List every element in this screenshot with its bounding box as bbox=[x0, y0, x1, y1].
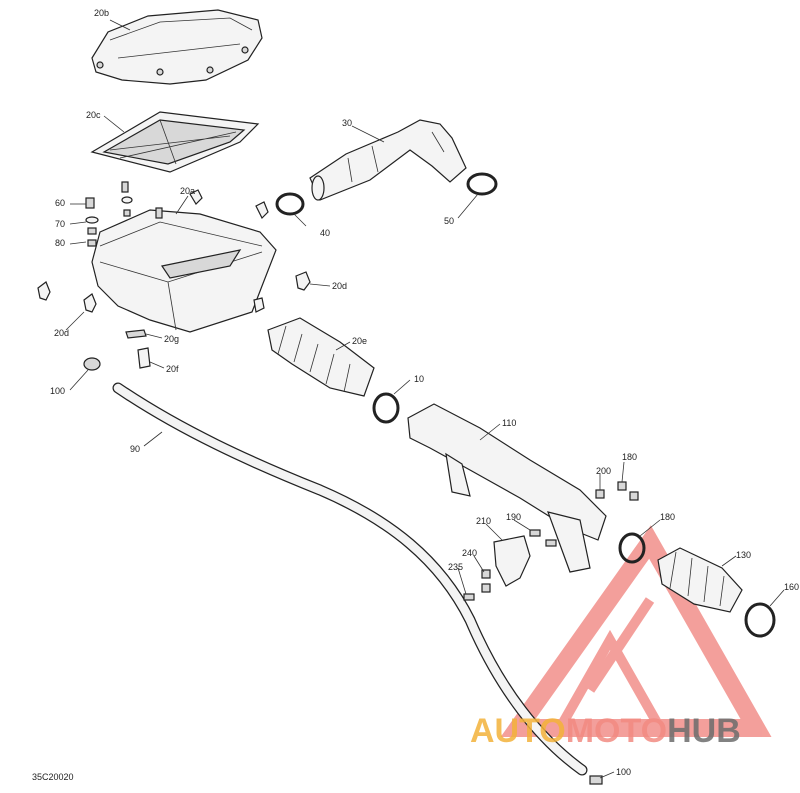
clamp-50[interactable] bbox=[466, 172, 498, 196]
hose-90[interactable] bbox=[112, 382, 588, 776]
clamp-10[interactable] bbox=[372, 392, 400, 424]
bolts-190-240-235[interactable] bbox=[463, 529, 557, 601]
label-210: 210 bbox=[476, 516, 491, 526]
bellows-130[interactable] bbox=[657, 547, 743, 613]
label-20c: 20c bbox=[86, 110, 101, 120]
watermark-logo bbox=[500, 525, 772, 737]
airbox-housing-20a[interactable] bbox=[91, 209, 277, 333]
label-60: 60 bbox=[55, 198, 65, 208]
clamp-100-left[interactable] bbox=[83, 357, 101, 371]
watermark-moto: MOTO bbox=[566, 712, 667, 750]
label-240: 240 bbox=[462, 548, 477, 558]
diagram-code: 35C20020 bbox=[32, 772, 74, 782]
clamp-160[interactable] bbox=[744, 602, 776, 638]
clamp-180-mid[interactable] bbox=[618, 532, 646, 564]
label-20f: 20f bbox=[166, 364, 179, 374]
label-70: 70 bbox=[55, 219, 65, 229]
clamp-100-bottom[interactable] bbox=[589, 775, 603, 785]
label-90: 90 bbox=[130, 444, 140, 454]
intake-duct-30[interactable] bbox=[309, 119, 467, 201]
label-20d-left: 20d bbox=[54, 328, 69, 338]
watermark-hub: HUB bbox=[667, 712, 741, 750]
bellows-20e[interactable] bbox=[267, 317, 375, 397]
label-80: 80 bbox=[55, 238, 65, 248]
label-160: 160 bbox=[784, 582, 799, 592]
clip-20d[interactable] bbox=[37, 189, 311, 313]
label-110: 110 bbox=[502, 418, 516, 428]
label-20g: 20g bbox=[164, 334, 179, 344]
part-labels: 20b 20c 20a 30 40 50 60 70 80 20d 20d 20… bbox=[32, 8, 799, 782]
label-130: 130 bbox=[736, 550, 751, 560]
label-50: 50 bbox=[444, 216, 454, 226]
label-30: 30 bbox=[342, 118, 352, 128]
label-40: 40 bbox=[320, 228, 330, 238]
tube-110[interactable] bbox=[407, 403, 607, 573]
label-200: 200 bbox=[596, 466, 611, 476]
watermark-text: AUTOMOTOHUB bbox=[470, 712, 741, 750]
label-10: 10 bbox=[414, 374, 424, 384]
fastener-60-70-80[interactable] bbox=[85, 181, 163, 247]
label-20a: 20a bbox=[180, 186, 195, 196]
label-20d-right: 20d bbox=[332, 281, 347, 291]
air-filter-20c[interactable] bbox=[90, 111, 260, 173]
clamp-40[interactable] bbox=[275, 192, 305, 216]
airbox-cover-20b[interactable] bbox=[91, 9, 263, 85]
leader-lines bbox=[65, 19, 785, 779]
label-100-left: 100 bbox=[50, 386, 65, 396]
label-20b: 20b bbox=[94, 8, 109, 18]
svg-text:AUTOMOTOHUB: AUTOMOTOHUB bbox=[470, 712, 741, 750]
label-100-bottom: 100 bbox=[616, 767, 631, 777]
label-235: 235 bbox=[448, 562, 463, 572]
label-180-mid: 180 bbox=[660, 512, 675, 522]
watermark-auto: AUTO bbox=[470, 712, 566, 750]
label-180-top: 180 bbox=[622, 452, 637, 462]
bracket-210[interactable] bbox=[493, 535, 531, 587]
label-20e: 20e bbox=[352, 336, 367, 346]
label-190: 190 bbox=[506, 512, 521, 522]
hardware-180-200[interactable] bbox=[595, 481, 639, 501]
drain-20f-20g[interactable] bbox=[125, 329, 151, 369]
